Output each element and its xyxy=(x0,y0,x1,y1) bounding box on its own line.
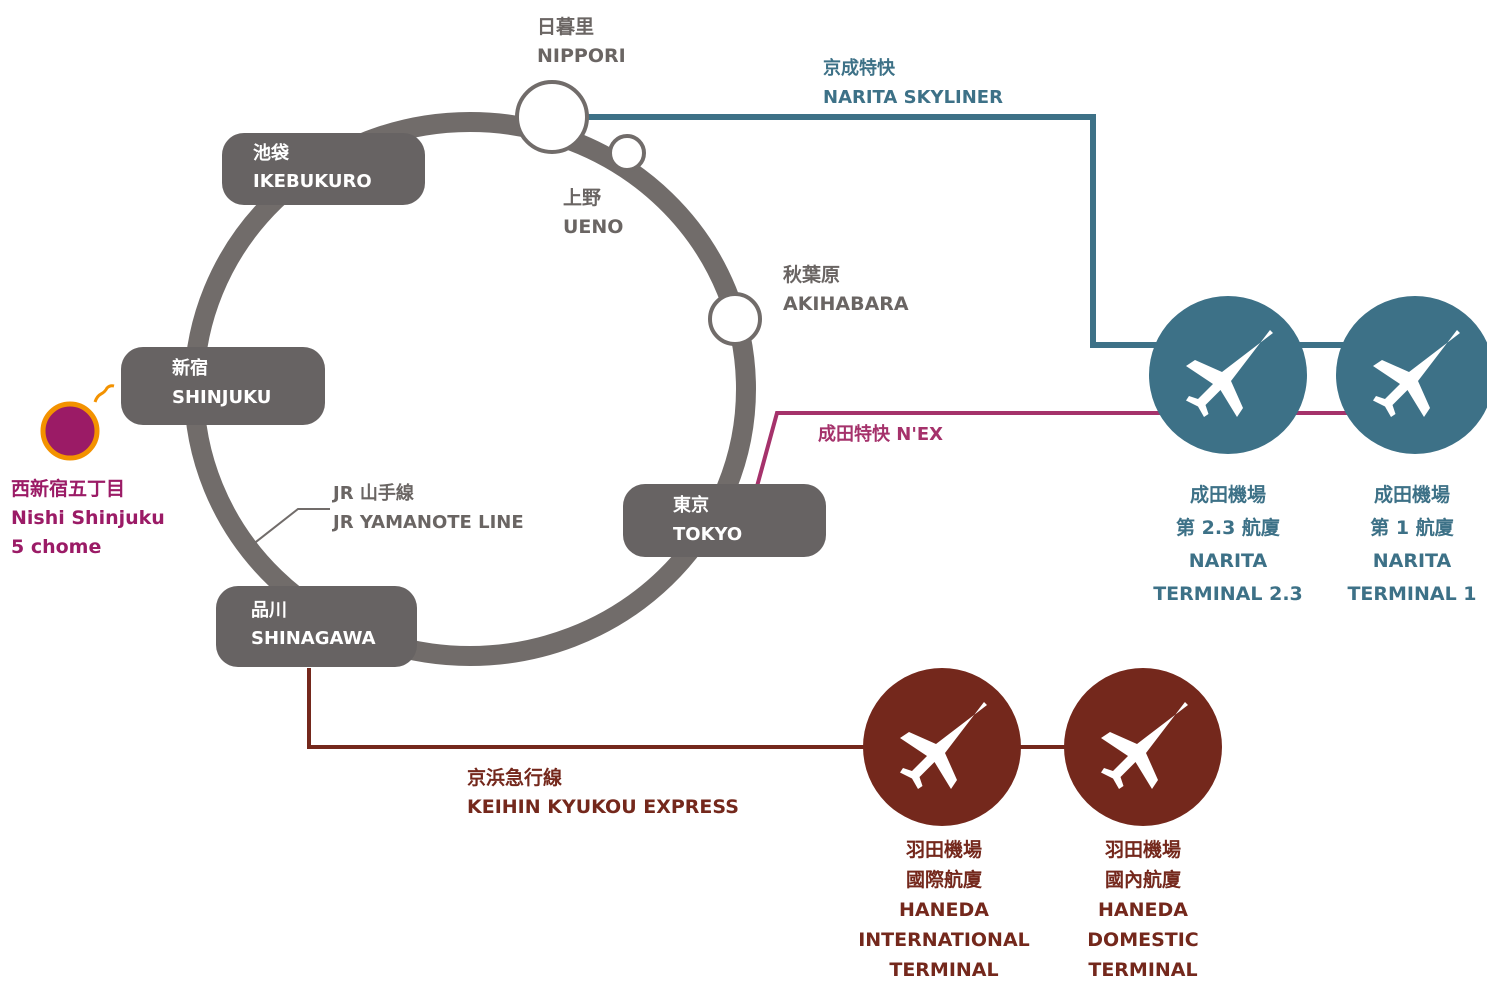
haneda-dom-line1: 羽田機場 xyxy=(1104,839,1181,861)
akihabara-station-circle xyxy=(708,292,762,346)
ueno-label: 上野 UENO xyxy=(563,184,623,242)
skyliner-jp: 京成特快 xyxy=(823,58,895,79)
akihabara-en: AKIHABARA xyxy=(783,293,909,315)
tokyo-jp: 東京 xyxy=(673,495,709,516)
narita-t1-line2: 第 1 航廈 xyxy=(1370,517,1454,539)
nippori-jp: 日暮里 xyxy=(537,16,595,38)
nippori-station-circle xyxy=(515,80,589,154)
nippori-label: 日暮里 NIPPORI xyxy=(537,13,626,71)
location-en-line1: Nishi Shinjuku xyxy=(11,507,165,529)
location-marker-tail xyxy=(93,384,115,403)
shinagawa-en: SHINAGAWA xyxy=(251,628,376,649)
narita-terminal-1-airplane-icon xyxy=(1336,296,1487,454)
skyliner-label: 京成特快 NARITA SKYLINER xyxy=(823,54,1003,112)
akihabara-jp: 秋葉原 xyxy=(783,264,841,286)
tokyo-en: TOKYO xyxy=(673,524,743,545)
haneda-intl-line3: HANEDA xyxy=(899,899,989,921)
narita-t1-line1: 成田機場 xyxy=(1373,484,1450,506)
keikyu-jp: 京浜急行線 xyxy=(467,767,563,789)
haneda-dom-line3: HANEDA xyxy=(1098,899,1188,921)
skyliner-en: NARITA SKYLINER xyxy=(823,87,1003,108)
narita-t1-label: 成田機場 第 1 航廈 NARITA TERMINAL 1 xyxy=(1337,479,1487,611)
location-en-line2: 5 chome xyxy=(11,536,102,558)
haneda-dom-line5: TERMINAL xyxy=(1088,959,1198,981)
ueno-en: UENO xyxy=(563,216,624,238)
narita-t23-label: 成田機場 第 2.3 航廈 NARITA TERMINAL 2.3 xyxy=(1133,479,1323,611)
haneda-dom-label: 羽田機場 國內航廈 HANEDA DOMESTIC TERMINAL xyxy=(1063,835,1223,985)
haneda-international-airplane-icon xyxy=(863,668,1021,826)
shinjuku-en: SHINJUKU xyxy=(172,387,272,408)
haneda-intl-line1: 羽田機場 xyxy=(905,839,982,861)
location-jp: 西新宿五丁目 xyxy=(11,478,126,500)
yamanote-label-leader xyxy=(251,508,330,546)
nippori-en: NIPPORI xyxy=(537,45,626,67)
haneda-intl-label: 羽田機場 國際航廈 HANEDA INTERNATIONAL TERMINAL xyxy=(842,835,1046,985)
narita-t23-line1: 成田機場 xyxy=(1189,484,1266,506)
shinagawa-station: 品川 SHINAGAWA xyxy=(216,586,417,667)
location-marker-icon xyxy=(40,401,100,461)
narita-t1-line3: NARITA xyxy=(1372,550,1452,572)
narita-t23-line4: TERMINAL 2.3 xyxy=(1153,583,1303,605)
haneda-intl-line5: TERMINAL xyxy=(889,959,999,981)
ueno-jp: 上野 xyxy=(563,187,602,209)
yamanote-en: JR YAMANOTE LINE xyxy=(333,512,524,533)
nex-text: 成田特快 N'EX xyxy=(818,424,944,445)
narita-terminal-2-3-airplane-icon xyxy=(1149,296,1307,454)
ikebukuro-en: IKEBUKURO xyxy=(253,171,372,192)
akihabara-label: 秋葉原 AKIHABARA xyxy=(783,261,909,319)
shinjuku-jp: 新宿 xyxy=(172,358,208,379)
narita-t23-line2: 第 2.3 航廈 xyxy=(1176,517,1280,539)
shinagawa-jp: 品川 xyxy=(251,600,287,621)
ueno-station-circle xyxy=(608,134,646,172)
haneda-dom-line2: 國內航廈 xyxy=(1104,869,1181,891)
yamanote-line-label: JR 山手線 JR YAMANOTE LINE xyxy=(333,479,524,537)
shinjuku-station: 新宿 SHINJUKU xyxy=(121,347,325,425)
tokyo-station: 東京 TOKYO xyxy=(623,484,826,557)
keikyu-en: KEIHIN KYUKOU EXPRESS xyxy=(467,796,739,818)
haneda-domestic-airplane-icon xyxy=(1064,668,1222,826)
haneda-intl-line4: INTERNATIONAL xyxy=(858,929,1030,951)
narita-t1-line4: TERMINAL 1 xyxy=(1347,583,1477,605)
yamanote-jp: JR 山手線 xyxy=(333,483,414,504)
nex-label: 成田特快 N'EX xyxy=(818,420,943,449)
haneda-dom-line4: DOMESTIC xyxy=(1087,929,1199,951)
ikebukuro-jp: 池袋 xyxy=(253,143,289,164)
location-label: 西新宿五丁目 Nishi Shinjuku 5 chome xyxy=(11,475,165,562)
narita-t23-line3: NARITA xyxy=(1188,550,1268,572)
ikebukuro-station: 池袋 IKEBUKURO xyxy=(222,133,425,205)
keikyu-label: 京浜急行線 KEIHIN KYUKOU EXPRESS xyxy=(467,764,739,822)
haneda-intl-line2: 國際航廈 xyxy=(905,869,982,891)
